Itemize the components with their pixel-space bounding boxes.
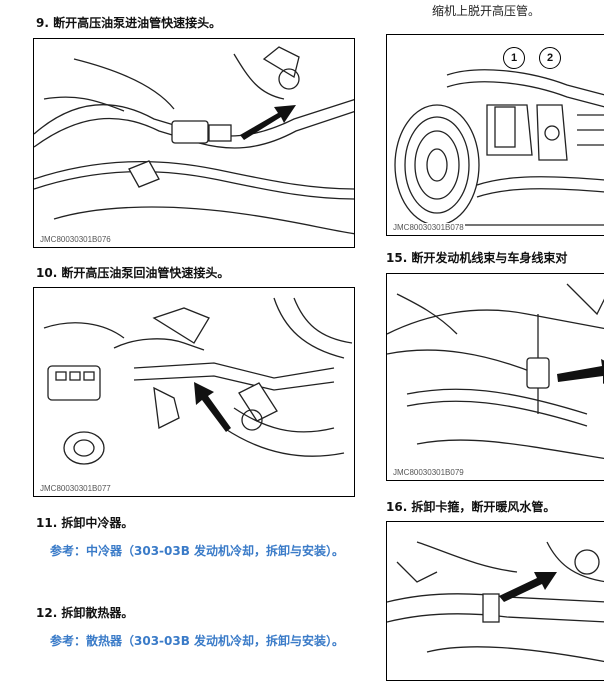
engine-illustration-fuel-return bbox=[43, 297, 353, 465]
compressor-illustration bbox=[394, 69, 604, 226]
step-10-heading: 10. 断开高压油泵回油管快速接头。 bbox=[36, 266, 230, 280]
step-11-reference: 参考：中冷器（303-03B 发动机冷却，拆卸与安装）。 bbox=[50, 544, 345, 558]
figure-id: JMC80030301B076 bbox=[39, 235, 112, 244]
top-note: 缩机上脱开高压管。 bbox=[432, 4, 541, 18]
step-12-reference: 参考：散热器（303-03B 发动机冷却，拆卸与安装）。 bbox=[50, 634, 345, 648]
figure-jmc80030301b076: JMC80030301B076 bbox=[33, 38, 355, 248]
heater-hose-illustration bbox=[387, 541, 604, 663]
callout-1: 1 bbox=[503, 47, 525, 69]
arrow-icon bbox=[240, 105, 296, 140]
figure-jmc80030301b077: JMC80030301B077 bbox=[33, 287, 355, 497]
figure-id: JMC80030301B077 bbox=[39, 484, 112, 493]
step-9-heading: 9. 断开高压油泵进油管快速接头。 bbox=[36, 16, 222, 30]
engine-illustration-fuel-inlet bbox=[34, 46, 354, 235]
harness-connector-illustration bbox=[387, 283, 604, 460]
callout-2: 2 bbox=[539, 47, 561, 69]
step-16-heading: 16. 拆卸卡箍，断开暖风水管。 bbox=[386, 500, 556, 514]
step-11-heading: 11. 拆卸中冷器。 bbox=[36, 516, 134, 530]
arrow-icon bbox=[557, 359, 604, 384]
figure-id: JMC80030301B078 bbox=[392, 223, 465, 232]
arrow-icon bbox=[194, 382, 231, 432]
step-15-heading: 15. 断开发动机线束与车身线束对 bbox=[386, 251, 568, 265]
figure-id: JMC80030301B079 bbox=[392, 468, 465, 477]
figure-jmc80030301b079: JMC80030301B079 bbox=[386, 273, 604, 481]
arrow-icon bbox=[499, 572, 557, 602]
figure-heater-hose bbox=[386, 521, 604, 681]
figure-jmc80030301b078: 1 2 JMC80030301B078 bbox=[386, 34, 604, 236]
step-12-heading: 12. 拆卸散热器。 bbox=[36, 606, 134, 620]
